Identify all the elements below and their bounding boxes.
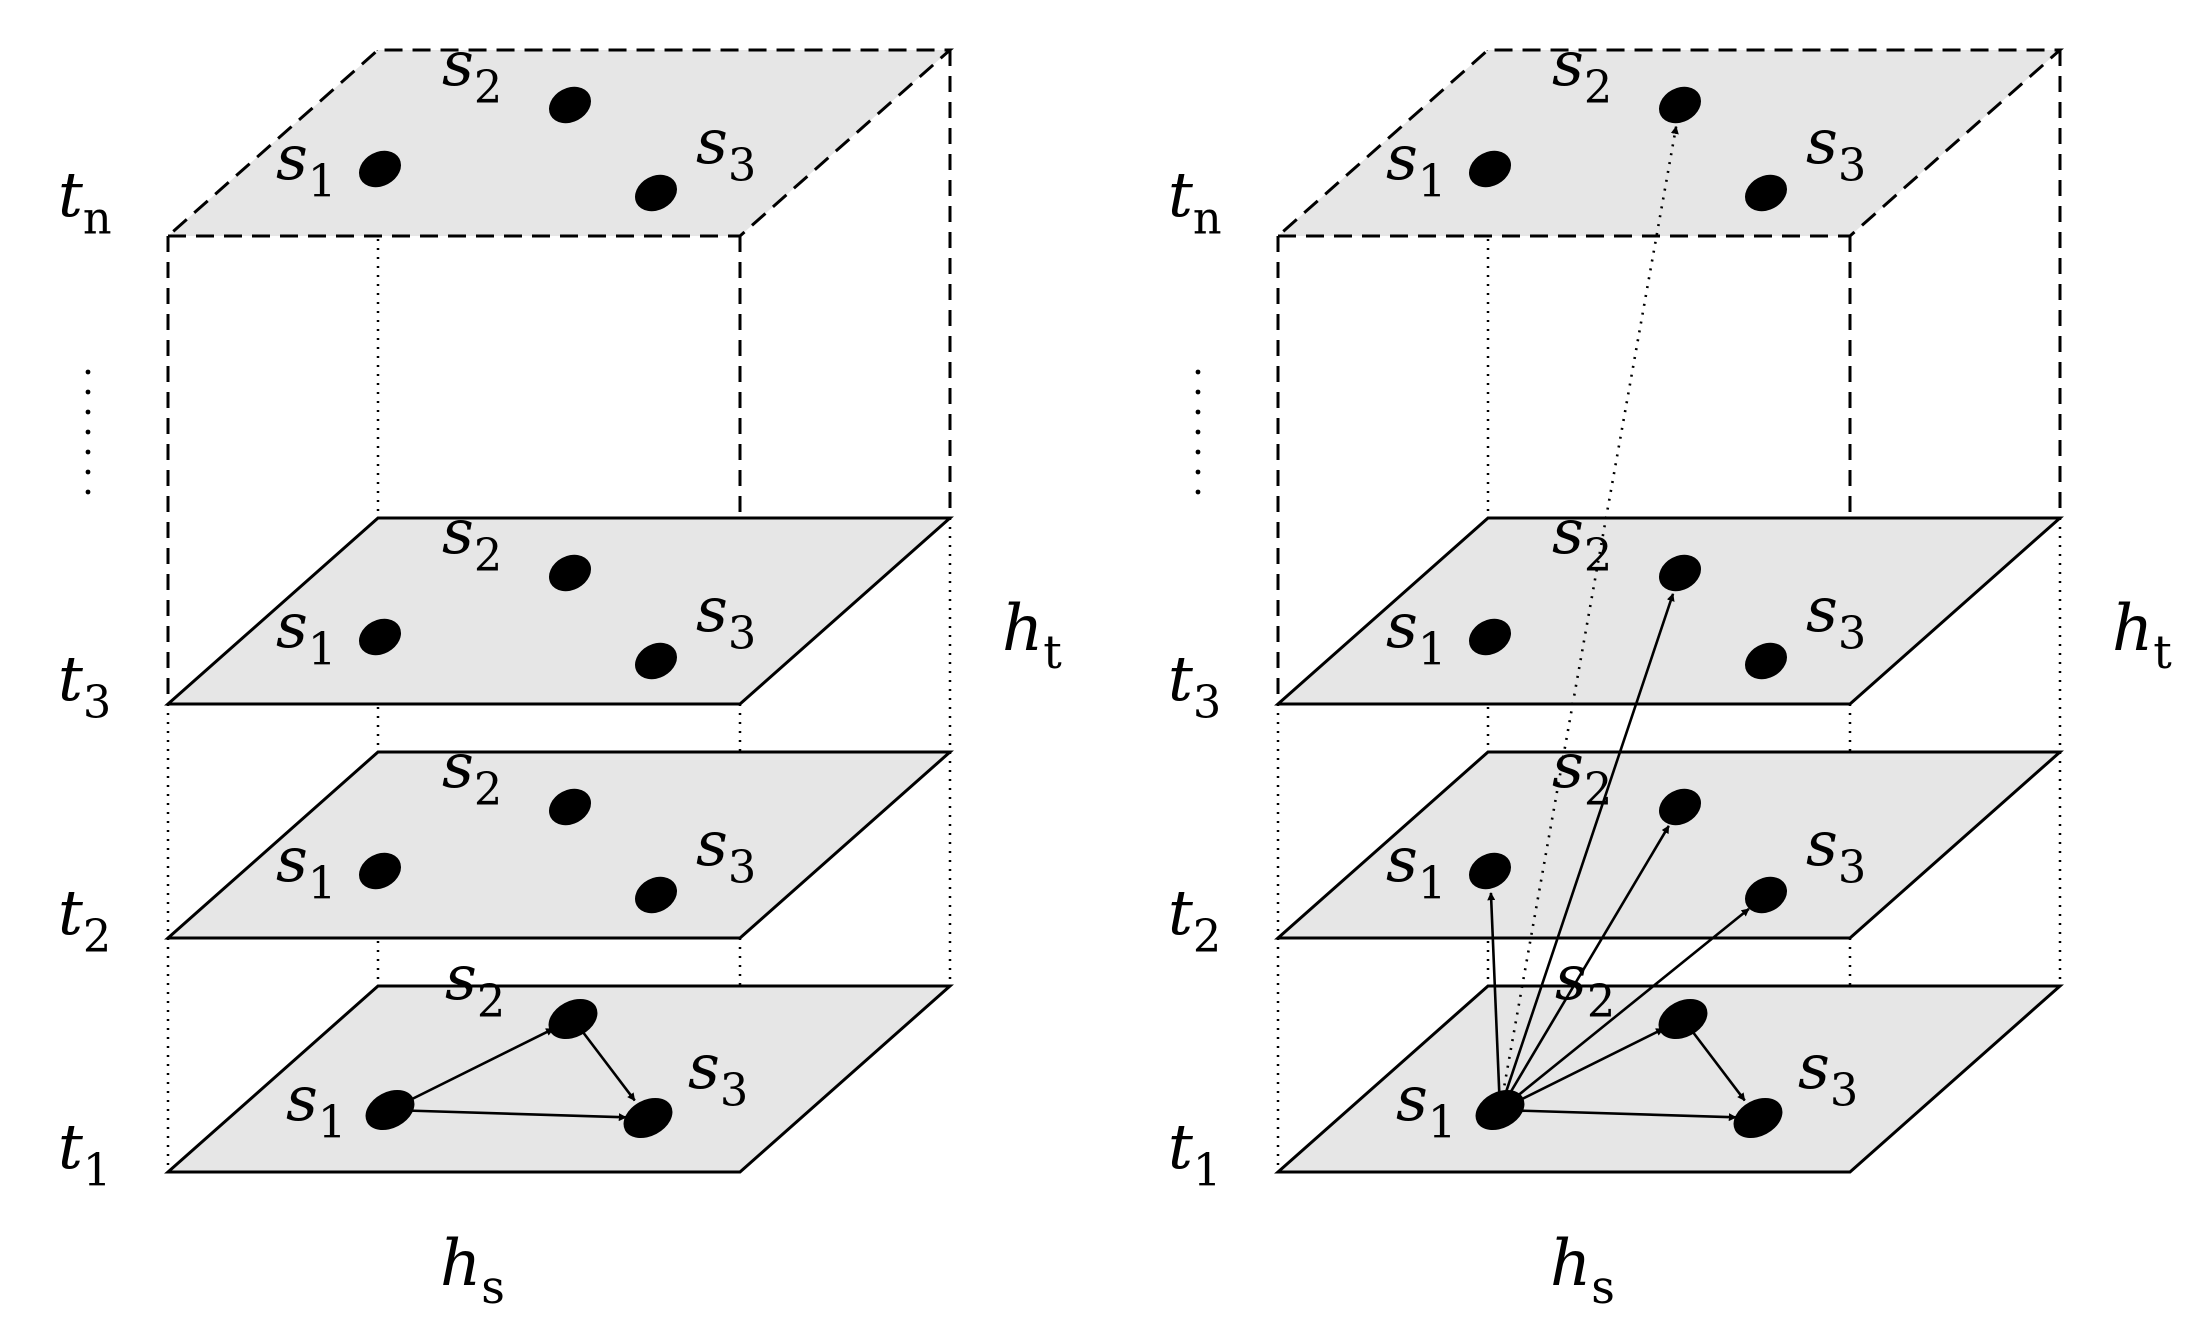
edge-t1-s1-to-t1-s3 <box>405 1109 627 1122</box>
node-label-t2-s3: s3 <box>1806 807 1866 893</box>
edge-t1-s1-to-t3-s2 <box>1503 593 1675 1096</box>
node-t3-s3 <box>1744 642 1788 680</box>
node-t1-s2 <box>548 998 598 1040</box>
ellipsis-dot <box>1195 469 1201 475</box>
time-labels: tn t3 t2 t1 <box>58 158 112 1196</box>
time-label-tn: tn <box>1168 158 1222 244</box>
node-tn-s2 <box>1658 86 1702 124</box>
plane-tn <box>164 48 954 238</box>
node-t2-s1 <box>1468 852 1512 890</box>
plane-t1 <box>1274 984 2064 1174</box>
ellipsis-dots <box>85 369 91 495</box>
node-tn-s3 <box>634 174 678 212</box>
edge-t1-s1-to-t1-s2 <box>403 1027 555 1105</box>
node-t2-s3 <box>634 876 678 914</box>
ellipsis-dots <box>1195 369 1201 495</box>
axis-label-hs: hs <box>1550 1227 1615 1314</box>
plane-t3 <box>1274 516 2064 706</box>
axis-label-ht: ht <box>2112 592 2172 679</box>
axis-label-ht: ht <box>1002 592 1062 679</box>
ellipsis-dot <box>1195 409 1201 415</box>
edge-t1-s1-to-t1-s2 <box>1513 1027 1665 1105</box>
planes <box>164 48 954 1174</box>
node-t1-s2 <box>1658 998 1708 1040</box>
edge-t1-s1-to-t2-s2 <box>1507 825 1670 1097</box>
node-t1-s3 <box>623 1097 673 1139</box>
time-label-t3: t3 <box>1168 642 1221 728</box>
plane-t3 <box>164 516 954 706</box>
edge-t1-s1-to-t1-s3 <box>1515 1109 1737 1122</box>
node-t3-s3 <box>634 642 678 680</box>
node-tn-s1 <box>1468 150 1512 188</box>
axis-label-hs: hs <box>440 1227 505 1314</box>
node-t3-s2 <box>548 554 592 592</box>
ellipsis-dot <box>1195 369 1201 375</box>
node-label-tn-s2: s2 <box>1552 27 1612 113</box>
ellipsis-dot <box>1195 449 1201 455</box>
node-t3-s1 <box>358 618 402 656</box>
ellipsis-dot <box>1195 389 1201 395</box>
node-t1-s1 <box>1475 1089 1525 1131</box>
ellipsis-dot <box>85 489 91 495</box>
node-t3-s2 <box>1658 554 1702 592</box>
time-label-t2: t2 <box>1168 876 1221 962</box>
node-label-t2-s1: s1 <box>276 823 336 909</box>
node-t1-s3 <box>1733 1097 1783 1139</box>
edge-t1-s1-to-t2-s1 <box>1487 892 1501 1095</box>
plane-tn <box>1274 48 2064 238</box>
time-label-t1: t1 <box>58 1110 111 1196</box>
ellipsis-dot <box>1195 429 1201 435</box>
ellipsis-dot <box>85 429 91 435</box>
edges <box>1487 125 1750 1122</box>
ellipsis-dot <box>85 389 91 395</box>
node-t2-s3 <box>1744 876 1788 914</box>
plane-t1 <box>164 984 954 1174</box>
ellipsis-dot <box>85 409 91 415</box>
node-label-t3-s3: s3 <box>1806 573 1866 659</box>
node-tn-s2 <box>548 86 592 124</box>
edge-t1-s1-to-tn-s2 <box>1501 125 1679 1095</box>
edge-t1-s2-to-t1-s3 <box>1691 1030 1746 1102</box>
node-t3-s1 <box>1468 618 1512 656</box>
ellipsis-dot <box>85 469 91 475</box>
node-label-tn-s3: s3 <box>1806 105 1866 191</box>
time-label-t1: t1 <box>1168 1110 1221 1196</box>
node-tn-s3 <box>1744 174 1788 212</box>
node-t1-s1 <box>365 1089 415 1131</box>
node-tn-s1 <box>358 150 402 188</box>
edge-t1-s2-to-t1-s3 <box>581 1030 636 1102</box>
ellipsis-dot <box>85 449 91 455</box>
time-labels: tn t3 t2 t1 <box>1168 158 1222 1196</box>
node-t2-s2 <box>1658 788 1702 826</box>
time-label-t3: t3 <box>58 642 111 728</box>
plane-t2 <box>164 750 954 940</box>
time-label-tn: tn <box>58 158 112 244</box>
plane-t2 <box>1274 750 2064 940</box>
node-t2-s1 <box>358 852 402 890</box>
node-t2-s2 <box>548 788 592 826</box>
node-label-t3-s1: s1 <box>1386 589 1446 675</box>
edges <box>403 1027 636 1122</box>
planes <box>1274 48 2064 1174</box>
edge-t1-s1-to-t2-s3 <box>1511 907 1750 1101</box>
node-label-t3-s2: s2 <box>1552 495 1612 581</box>
ellipsis-dot <box>85 369 91 375</box>
time-label-t2: t2 <box>58 876 111 962</box>
ellipsis-dot <box>1195 489 1201 495</box>
